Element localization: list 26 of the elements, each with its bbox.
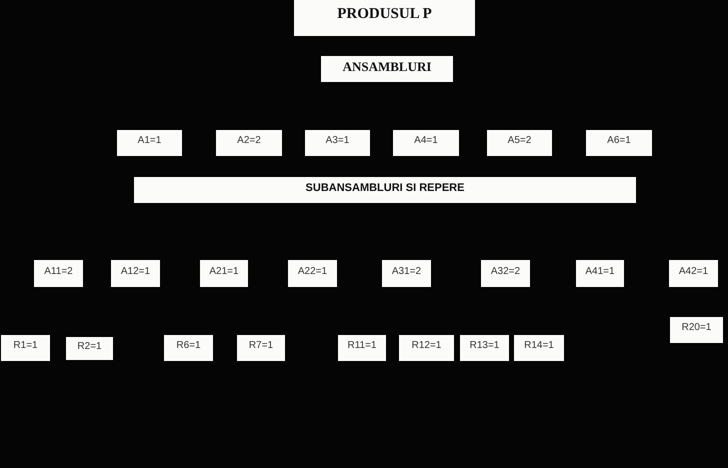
product-header: PRODUSUL P <box>294 0 475 36</box>
subassembly-node: A22=1 <box>288 260 337 287</box>
subassembly-node: A12=1 <box>111 260 160 287</box>
assembly-node: A2=2 <box>216 130 282 156</box>
assembly-node: A6=1 <box>586 130 652 156</box>
part-node: R14=1 <box>514 335 564 361</box>
assembly-node: A4=1 <box>393 130 459 156</box>
assembly-node: A3=1 <box>305 130 370 156</box>
part-node: R1=1 <box>1 335 50 361</box>
subassembly-node: A42=1 <box>669 260 718 287</box>
part-node: R2=1 <box>66 337 113 360</box>
subassembly-node: A32=2 <box>481 260 530 287</box>
assembly-node: A5=2 <box>487 130 552 156</box>
subassembly-node: A41=1 <box>576 260 624 287</box>
part-node: R11=1 <box>338 335 386 361</box>
part-node: R13=1 <box>460 335 509 361</box>
subassembly-node: A21=1 <box>200 260 248 287</box>
section-header: ANSAMBLURI <box>321 56 453 82</box>
assembly-node: A1=1 <box>117 130 182 156</box>
section-header: SUBANSAMBLURI SI REPERE <box>134 177 636 203</box>
subassembly-node: A31=2 <box>382 260 431 287</box>
subassembly-node: A11=2 <box>34 260 83 287</box>
part-node: R6=1 <box>164 335 213 361</box>
part-node: R7=1 <box>237 335 285 361</box>
part-node: R20=1 <box>670 317 723 343</box>
part-node: R12=1 <box>399 335 454 361</box>
